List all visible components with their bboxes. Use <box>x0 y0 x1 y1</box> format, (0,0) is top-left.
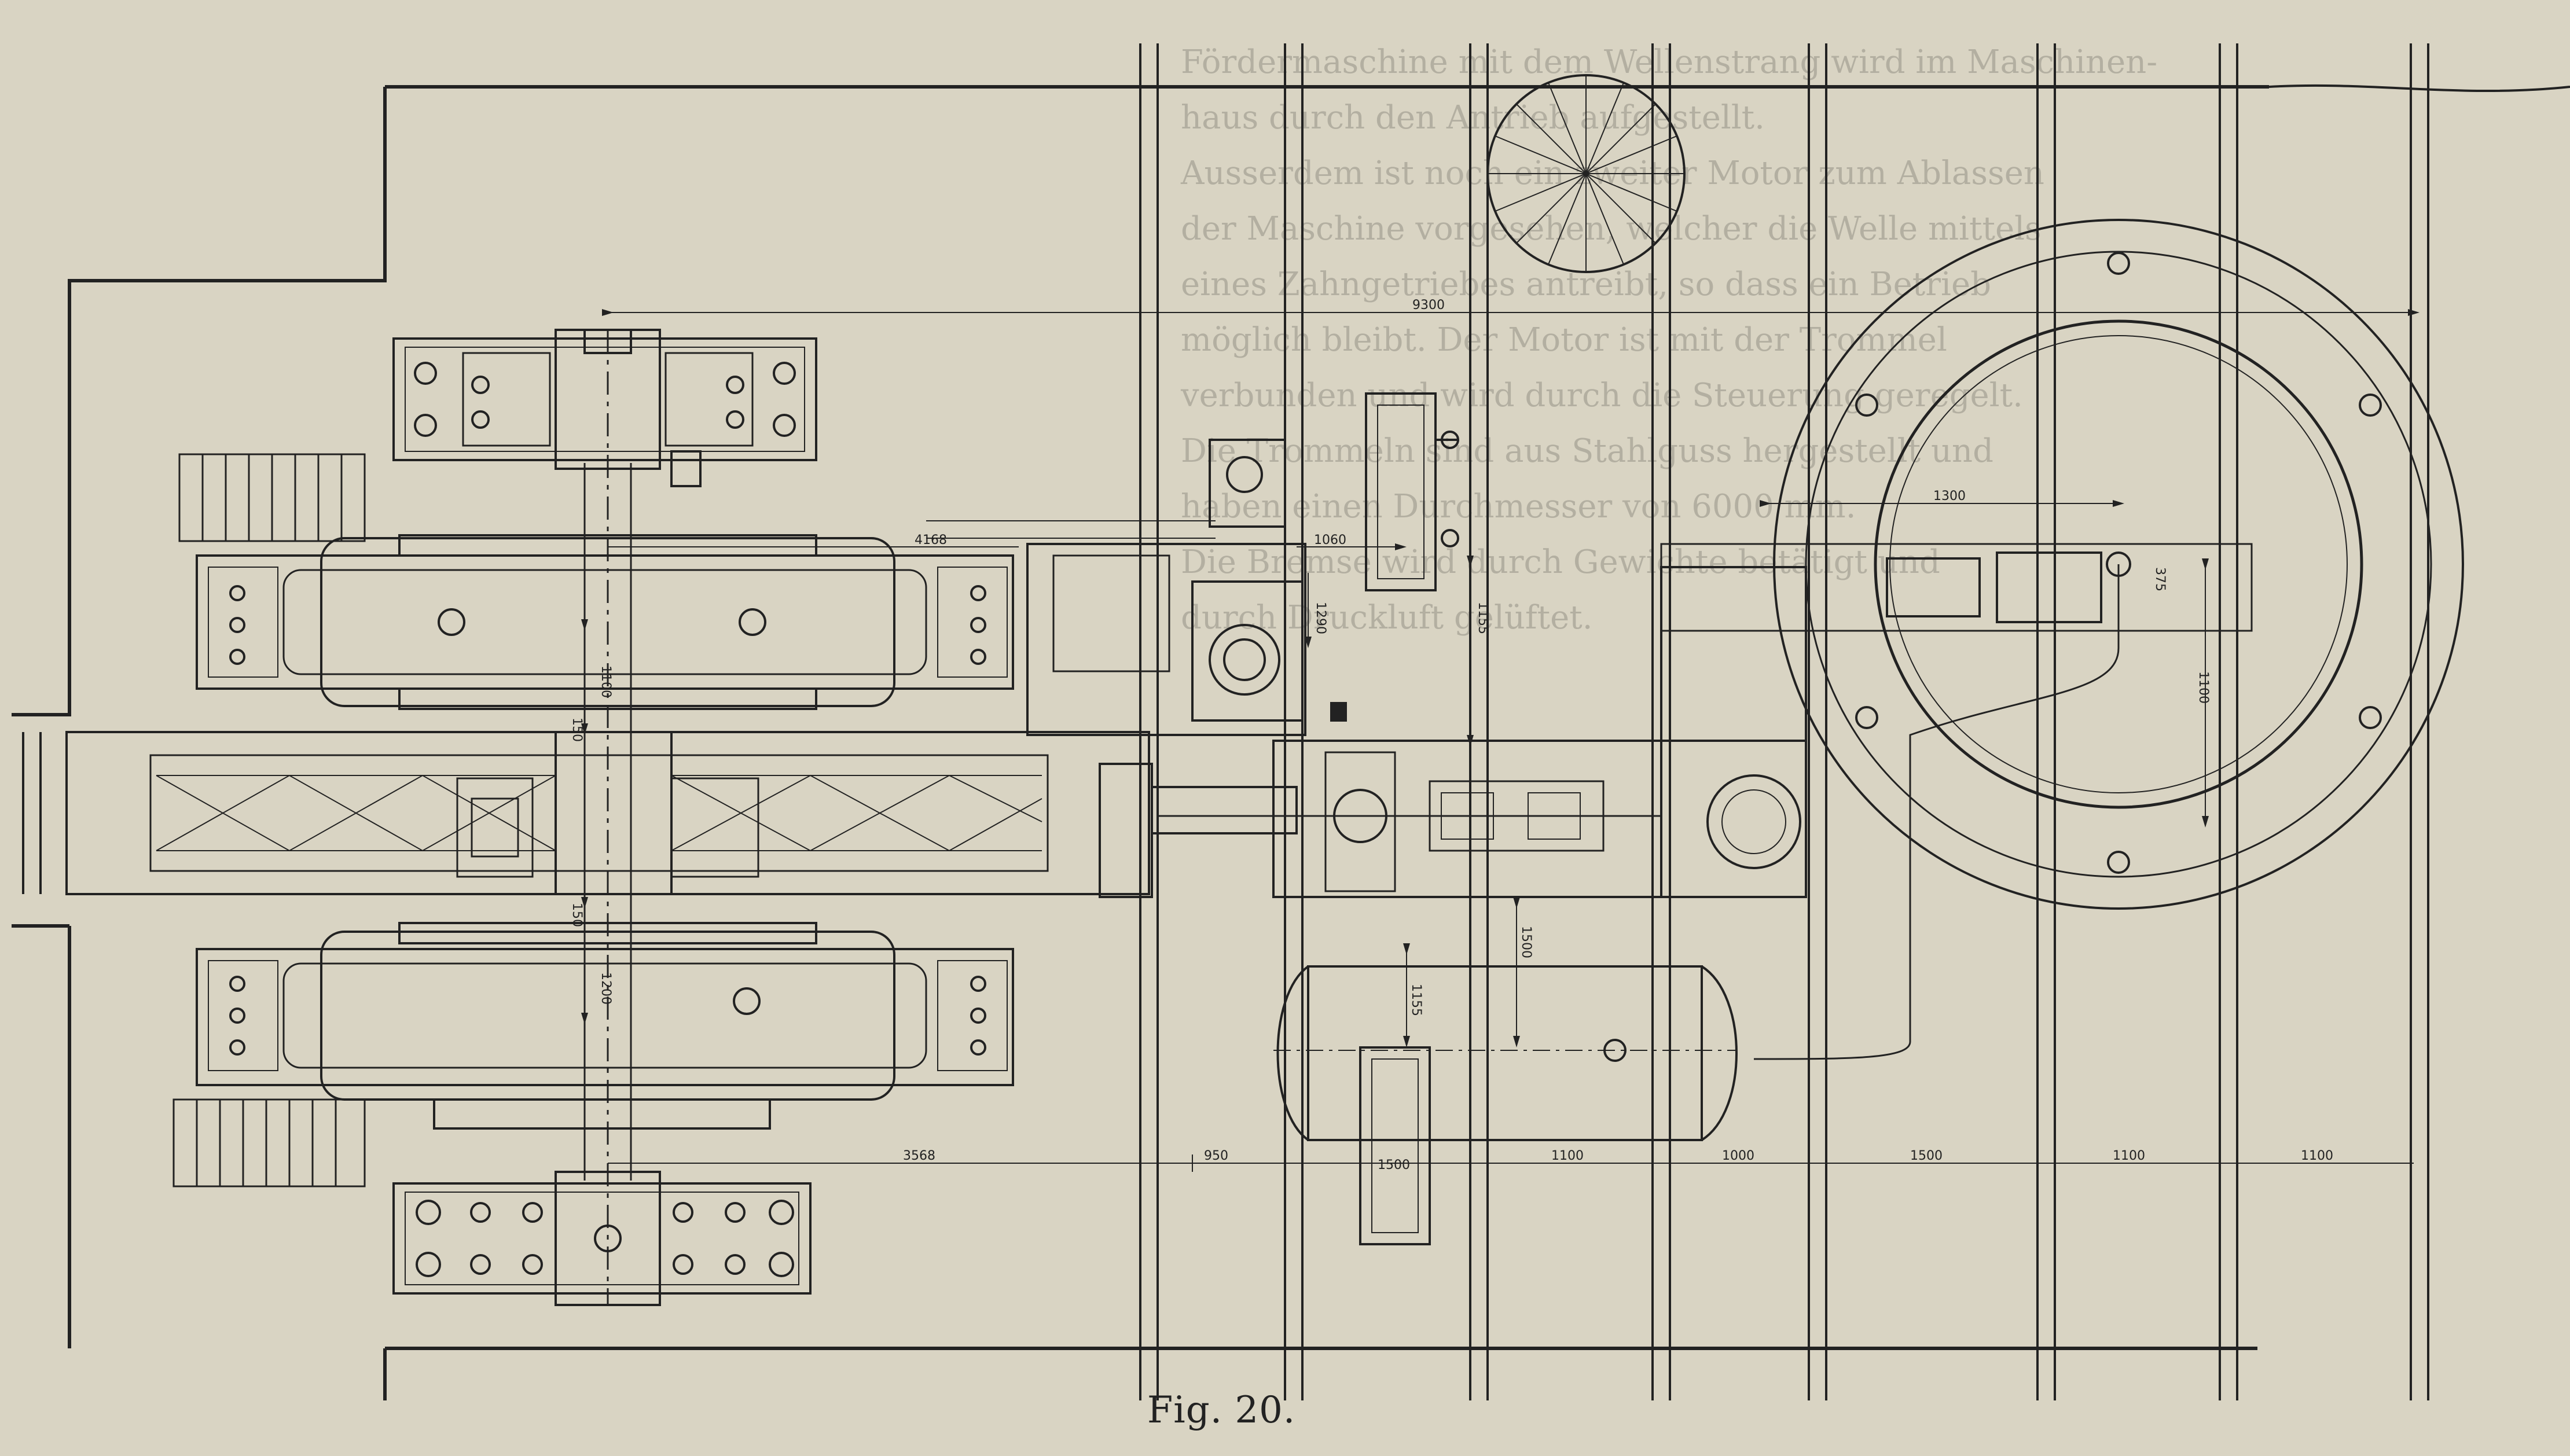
gearbox-assembly <box>926 439 1347 736</box>
stairs-upper <box>178 453 366 542</box>
bleed-line: durch Druckluft gelüftet. <box>1181 599 1593 637</box>
dim-3568: 3568 <box>903 1149 935 1163</box>
dim-150-upper: 150 <box>570 718 584 742</box>
dim-1500: 1500 <box>1910 1149 1943 1163</box>
dim-1155-upper: 1155 <box>1475 602 1490 634</box>
building-outline <box>12 84 2570 1400</box>
main-frame <box>22 731 1298 898</box>
dim-1155-lower: 1155 <box>1409 984 1423 1016</box>
figure-caption: Fig. 20. <box>1147 1389 1296 1432</box>
dim-1100-a: 1100 <box>1551 1149 1584 1163</box>
lower-drum <box>196 922 1014 1130</box>
dim-1100-c: 1100 <box>2301 1149 2333 1163</box>
dim-1500-sheave: 1500 <box>1378 1158 1410 1172</box>
bleed-line: haben einen Durchmesser von 6000 mm. <box>1181 488 1856 525</box>
top-bearing-block <box>392 329 817 487</box>
central-valve-gear <box>1158 566 1807 898</box>
dim-1200: 1200 <box>599 972 613 1005</box>
dim-150-lower: 150 <box>570 903 584 927</box>
bleed-through-text: Fördermaschine mit dem Wellenstrang wird… <box>1181 35 2157 646</box>
dimension-labels: 9300 4168 1060 1290 1100 150 150 1200 11… <box>570 298 2333 1172</box>
dim-1300: 1300 <box>1933 489 1966 503</box>
dim-1500-vertical: 1500 <box>1519 926 1533 958</box>
dim-1100-b: 1100 <box>2113 1149 2145 1163</box>
spoke-wheel <box>1486 74 1686 273</box>
dim-1100-vertical: 1100 <box>599 666 613 698</box>
main-shaft <box>583 330 632 1305</box>
dim-375: 375 <box>2153 567 2167 591</box>
upper-rope-pulley <box>1365 392 1459 591</box>
dim-9300: 9300 <box>1412 298 1445 312</box>
lower-sheave-assembly <box>1273 965 1738 1245</box>
dim-4168: 4168 <box>915 533 947 547</box>
dim-1060: 1060 <box>1314 533 1346 547</box>
bleed-line: verbunden und wird durch die Steuerung g… <box>1181 377 2023 414</box>
foundation-rails <box>1139 43 2429 1400</box>
bleed-line: möglich bleibt. Der Motor ist mit der Tr… <box>1181 321 1947 359</box>
bleed-line: der Maschine vorgesehen, welcher die Wel… <box>1181 210 2042 248</box>
dim-1100-flywheel: 1100 <box>2196 671 2211 704</box>
bottom-bearing-block <box>392 1171 812 1306</box>
dim-950: 950 <box>1204 1149 1228 1163</box>
bleed-line: Die Trommeln sind aus Stahlguss hergeste… <box>1181 432 1993 470</box>
dimension-lines <box>581 309 2420 1172</box>
flywheel <box>1660 219 2464 1060</box>
bleed-line: Die Bremse wird durch Gewichte betätigt … <box>1181 543 1940 581</box>
stairs-lower <box>172 1098 366 1187</box>
dim-1000: 1000 <box>1722 1149 1754 1163</box>
dim-1290: 1290 <box>1313 602 1328 634</box>
